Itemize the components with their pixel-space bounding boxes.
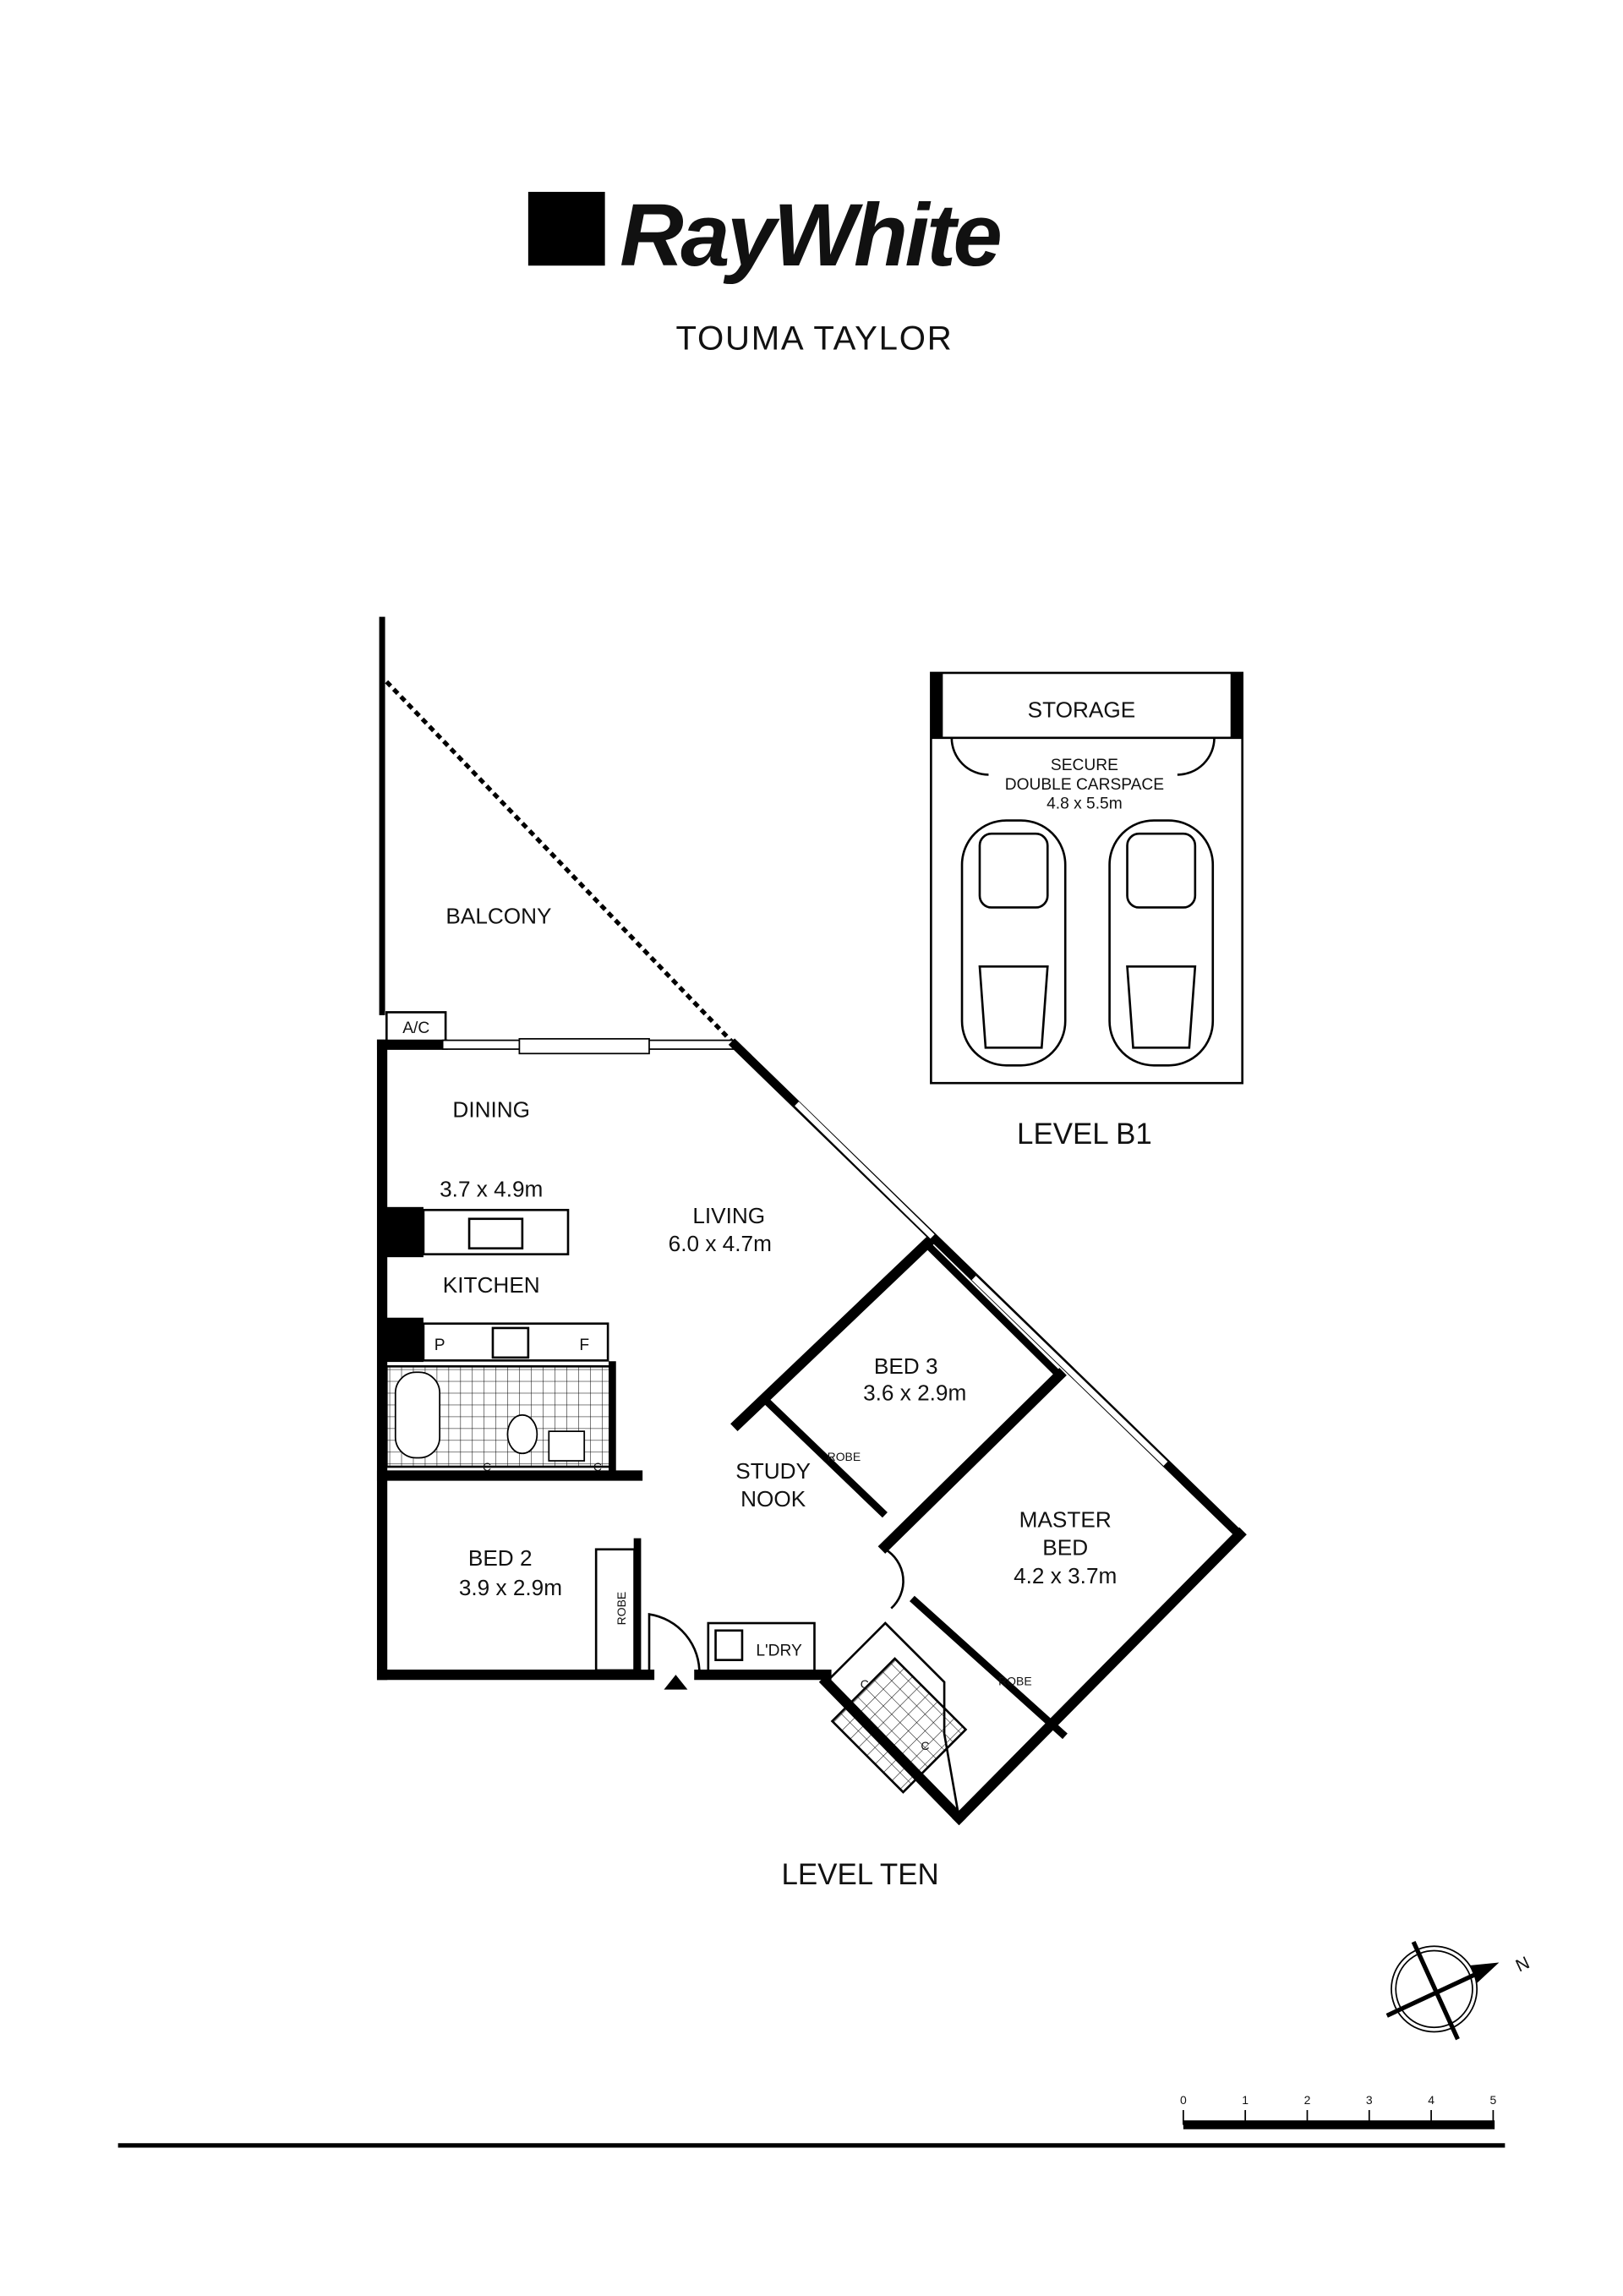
ray-white-logo: RayWhite <box>527 186 1003 285</box>
study-label: STUDY <box>735 1458 811 1484</box>
pantry-label: P <box>434 1337 445 1354</box>
office-name: TOUMA TAYLOR <box>676 320 954 358</box>
living-size: 6.0 x 4.7m <box>669 1231 772 1256</box>
carspace-size: 4.8 x 5.5m <box>1046 795 1123 813</box>
balcony-label: BALCONY <box>445 904 551 929</box>
bed2-label: BED 2 <box>468 1545 533 1571</box>
bed3-size: 3.6 x 2.9m <box>863 1380 966 1405</box>
scale-tick: 1 <box>1242 2093 1249 2107</box>
level-ten-plan <box>376 616 1247 1826</box>
laundry-label: L'DRY <box>756 1642 802 1659</box>
scale-tick: 4 <box>1428 2093 1434 2107</box>
bed2-size: 3.9 x 2.9m <box>459 1575 562 1600</box>
robe-label: ROBE <box>998 1674 1032 1687</box>
scale-tick: 0 <box>1180 2093 1187 2107</box>
fridge-label: F <box>579 1337 589 1354</box>
cupboard-label: C <box>861 1677 869 1691</box>
robe-label: ROBE <box>615 1592 628 1626</box>
dining-size: 3.7 x 4.9m <box>440 1177 543 1202</box>
study-label: NOOK <box>740 1486 806 1512</box>
cupboard-label: C <box>483 1460 491 1473</box>
ac-label: A/C <box>402 1020 429 1037</box>
master-label: MASTER <box>1019 1507 1112 1533</box>
cupboard-label: C <box>593 1460 602 1473</box>
scale-tick: 5 <box>1490 2093 1497 2107</box>
scale-tick: 3 <box>1366 2093 1373 2107</box>
carspace-plan <box>930 671 1243 1085</box>
scale-tick: 2 <box>1304 2093 1311 2107</box>
car-icon <box>960 819 1067 1067</box>
entry-arrow-icon <box>664 1675 688 1699</box>
storage-label: STORAGE <box>1028 697 1136 722</box>
carspace-label: DOUBLE CARSPACE <box>1005 776 1164 794</box>
logo-text: RayWhite <box>620 186 1000 285</box>
level-ten-label: LEVEL TEN <box>782 1858 939 1891</box>
cupboard-label: C <box>921 1739 929 1752</box>
kitchen-label: KITCHEN <box>443 1272 540 1298</box>
carspace-label: SECURE <box>1051 757 1118 774</box>
car-icon <box>1108 819 1215 1067</box>
level-b1-label: LEVEL B1 <box>1017 1118 1152 1151</box>
living-label: LIVING <box>692 1203 765 1228</box>
north-compass-icon <box>1385 1940 1500 2041</box>
scale-bar <box>1182 2110 1495 2129</box>
north-label: N <box>1513 1953 1533 1976</box>
master-label: BED <box>1042 1535 1088 1561</box>
master-size: 4.2 x 3.7m <box>1014 1563 1117 1588</box>
robe-label: ROBE <box>828 1450 861 1463</box>
dining-label: DINING <box>452 1096 530 1122</box>
bed3-label: BED 3 <box>874 1353 938 1379</box>
